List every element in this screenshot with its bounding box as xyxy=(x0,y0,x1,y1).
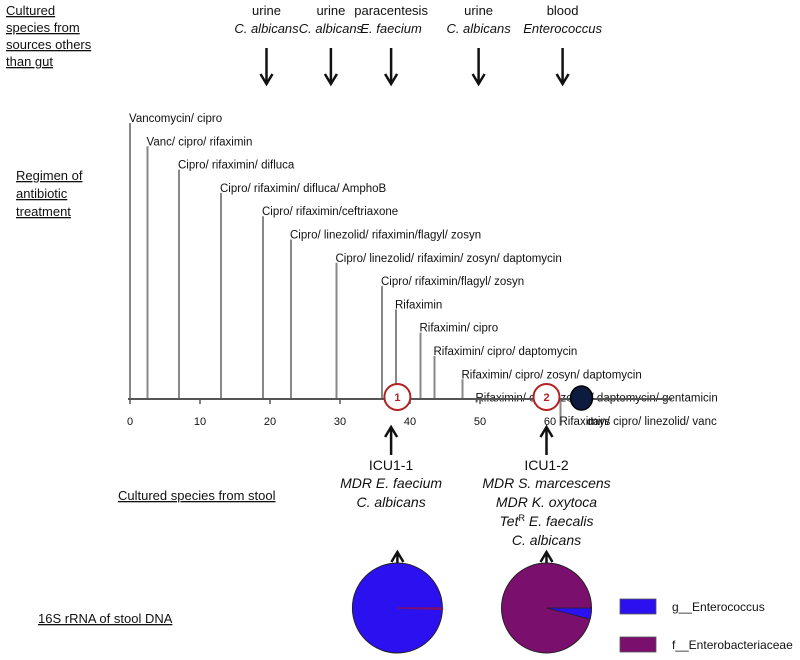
source-site-label: blood xyxy=(547,3,579,18)
header-cultured-other-line: sources others xyxy=(6,37,92,52)
icu-name: ICU1-2 xyxy=(524,457,569,473)
regimen-label: Cipro/ rifaximin/ difluca/ AmphoB xyxy=(220,183,387,195)
icu-species: MDR S. marcescens xyxy=(482,475,610,491)
axis-tick-label: 50 xyxy=(474,416,486,428)
header-16s-rrna: 16S rRNA of stool DNA xyxy=(38,611,173,626)
source-species-label: C. albicans xyxy=(299,21,364,36)
event-marker-number: 2 xyxy=(543,392,549,404)
axis-tick-label: 10 xyxy=(194,416,206,428)
pie-chart xyxy=(351,562,444,654)
pie-arrow-head xyxy=(539,549,554,563)
icu-species: MDR E. faecium xyxy=(340,475,442,491)
icu-name: ICU1-1 xyxy=(369,457,414,473)
rrna-pies xyxy=(351,549,592,654)
source-species-label: Enterococcus xyxy=(523,21,602,36)
axis-tick-label: 30 xyxy=(334,416,346,428)
header-regimen: Regimen of antibiotic treatment xyxy=(16,168,83,219)
source-arrow-head xyxy=(323,73,338,87)
header-cultured-other-line: than gut xyxy=(6,54,53,69)
axis-tick-label: 0 xyxy=(127,416,133,428)
icu-arrow-head xyxy=(384,424,399,438)
icu-arrow-head xyxy=(539,424,554,438)
legend-swatch xyxy=(619,636,657,653)
pie-slice xyxy=(397,607,444,611)
regimen-label: Rifaximin/ cipro xyxy=(420,323,499,335)
regimen-label: Cipro/ linezolid/ rifaximin/ zosyn/ dapt… xyxy=(336,253,562,265)
icu-species: TetR E. faecalis xyxy=(500,513,594,529)
axis-tick-label: 40 xyxy=(404,416,416,428)
legend-swatch xyxy=(619,598,657,615)
axis-unit-label: days xyxy=(587,416,611,428)
death-marker xyxy=(569,385,594,411)
regimen-label: Rifaximin xyxy=(395,299,442,311)
header-cultured-stool: Cultured species from stool xyxy=(118,488,276,503)
icu-species: C. albicans xyxy=(356,494,425,510)
source-arrow-head xyxy=(555,73,570,87)
icu-species: MDR K. oxytoca xyxy=(496,494,597,510)
header-cultured-other-line: Cultured xyxy=(6,3,55,18)
regimen-label: Cipro/ rifaximin/ difluca xyxy=(178,160,295,172)
source-site-label: urine xyxy=(252,3,281,18)
source-arrow-head xyxy=(471,73,486,87)
regimen-label: Vancomycin/ cipro xyxy=(129,113,222,125)
regimen-label: Cipro/ rifaximin/ceftriaxone xyxy=(262,206,398,218)
legend: g__Enterococcus f__Enterobacteriaceae xyxy=(619,598,793,653)
pie-chart xyxy=(501,562,592,654)
source-site-label: urine xyxy=(464,3,493,18)
regimen-label: Cipro/ linezolid/ rifaximin/flagyl/ zosy… xyxy=(290,230,481,242)
source-arrow-head xyxy=(384,73,399,87)
axis-tick-label: 20 xyxy=(264,416,276,428)
header-regimen-line: Regimen of xyxy=(16,168,83,183)
regimen-label: Vanc/ cipro/ rifaximin xyxy=(147,136,253,148)
axis-tick-label: 60 xyxy=(544,416,556,428)
pie-slice xyxy=(546,607,592,620)
legend-label: g__Enterococcus xyxy=(672,600,765,614)
event-marker-number: 1 xyxy=(394,392,400,404)
regimen-label: Rifaximin/ cipro/ zosyn/ daptomycin xyxy=(462,369,642,381)
event-marker-circle xyxy=(383,383,412,411)
legend-label: f__Enterobacteriaceae xyxy=(672,638,793,652)
source-species-label: C. albicans xyxy=(234,21,299,36)
regimen-label: Rifaximin/ cipro/ linezolid/ vanc xyxy=(560,416,717,428)
header-regimen-line: antibiotic xyxy=(16,186,68,201)
source-species-label: E. faecium xyxy=(360,21,422,36)
header-cultured-other-line: species from xyxy=(6,20,80,35)
pie-arrow-head xyxy=(390,549,405,563)
source-cultures: urine C. albicans urine C. albicans paracent… xyxy=(234,3,602,87)
header-cultured-other: Cultured species from sources others tha… xyxy=(6,3,92,69)
icu-species: C. albicans xyxy=(512,532,581,548)
source-arrow-head xyxy=(259,73,274,87)
regimen-label: Cipro/ rifaximin/flagyl/ zosyn xyxy=(381,276,524,288)
header-regimen-line: treatment xyxy=(16,204,71,219)
source-site-label: paracentesis xyxy=(354,3,428,18)
event-marker-circle xyxy=(532,383,561,411)
source-species-label: C. albicans xyxy=(446,21,511,36)
source-site-label: urine xyxy=(316,3,345,18)
regimen-label: Rifaximin/ cipro/ daptomycin xyxy=(434,346,578,358)
